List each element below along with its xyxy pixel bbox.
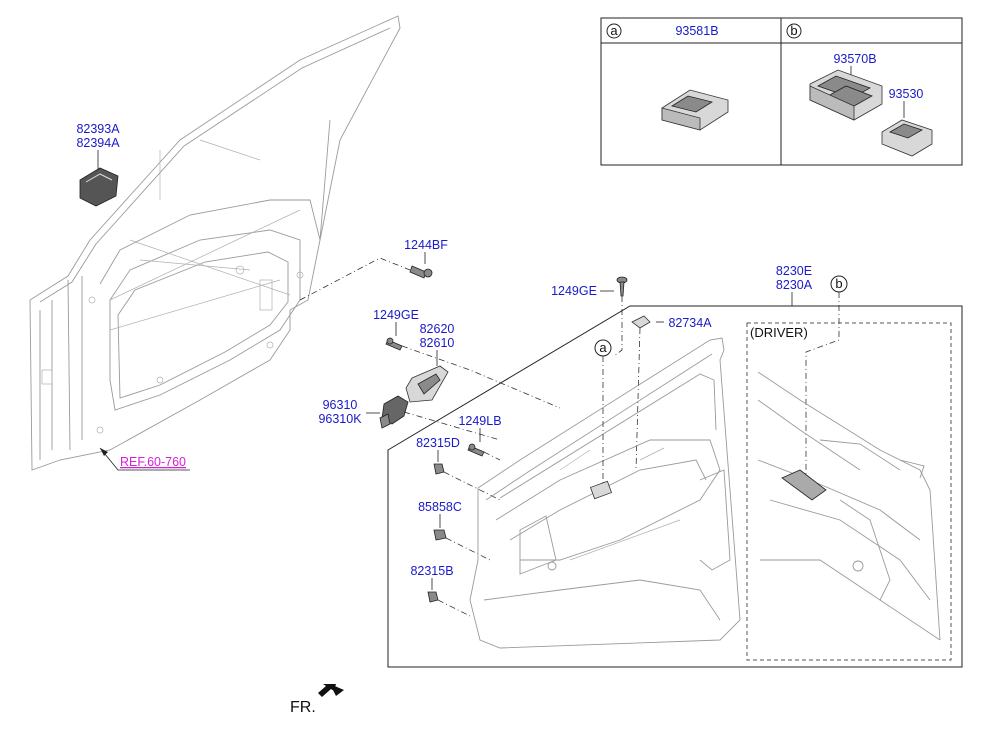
callout-b-inset: b: [790, 23, 797, 38]
callout-a: a: [599, 340, 607, 355]
part-number-82734A: 82734A: [668, 316, 712, 330]
screw-1249LB-illustration: [467, 443, 485, 457]
part-number-82610: 82610: [420, 336, 455, 350]
speaker-96310-illustration: [379, 395, 409, 429]
clip-85858C-illustration: [433, 529, 447, 541]
driver-label: (DRIVER): [750, 325, 808, 340]
door-frame-illustration: [29, 15, 401, 471]
part-number-96310K: 96310K: [318, 412, 362, 426]
callout-b: b: [835, 276, 842, 291]
screw-1249GE-left-illustration: [385, 337, 403, 351]
part-number-8230A: 8230A: [776, 278, 813, 292]
window-switch-93530-illustration: [881, 119, 933, 157]
inside-handle-82620-illustration: [405, 365, 449, 403]
inset-table: a b 93581B 93570B 93530: [600, 17, 963, 166]
door-trim-panel-illustration: [469, 337, 741, 649]
part-number-82620: 82620: [420, 322, 455, 336]
screw-1244BF-illustration: [409, 265, 433, 279]
callout-a-inset: a: [610, 23, 618, 38]
part-number-93581B: 93581B: [675, 24, 718, 38]
part-number-82315D: 82315D: [416, 436, 460, 450]
part-number-82393A: 82393A: [76, 122, 120, 136]
clip-82315D-illustration: [433, 463, 445, 475]
clip-82315B-illustration: [427, 591, 439, 603]
driver-variant-box: [746, 322, 952, 661]
part-number-82315B: 82315B: [410, 564, 453, 578]
direction-label: FR.: [290, 699, 316, 716]
door-trim-panel-box: [387, 305, 963, 668]
clip-82734A-illustration: [631, 315, 651, 329]
grommet-82393A-illustration: [79, 167, 119, 207]
driver-panel-illustration: [757, 371, 941, 641]
direction-arrow-icon: [318, 684, 344, 697]
part-number-1249LB: 1249LB: [458, 414, 501, 428]
part-number-93530: 93530: [889, 87, 924, 101]
reference-link-60-760[interactable]: REF.60-760: [120, 455, 186, 469]
part-number-82394A: 82394A: [76, 136, 120, 150]
part-number-85858C: 85858C: [418, 500, 462, 514]
part-number-1249GE-left: 1249GE: [373, 308, 419, 322]
window-switch-93581B-illustration: [661, 89, 729, 131]
screw-1249GE-top-illustration: [616, 276, 628, 297]
part-number-8230E: 8230E: [776, 264, 812, 278]
window-switch-93570B-illustration: [809, 69, 883, 121]
part-number-1244BF: 1244BF: [404, 238, 448, 252]
part-number-96310: 96310: [323, 398, 358, 412]
part-number-93570B: 93570B: [833, 52, 876, 66]
part-number-1249GE-top: 1249GE: [551, 284, 597, 298]
